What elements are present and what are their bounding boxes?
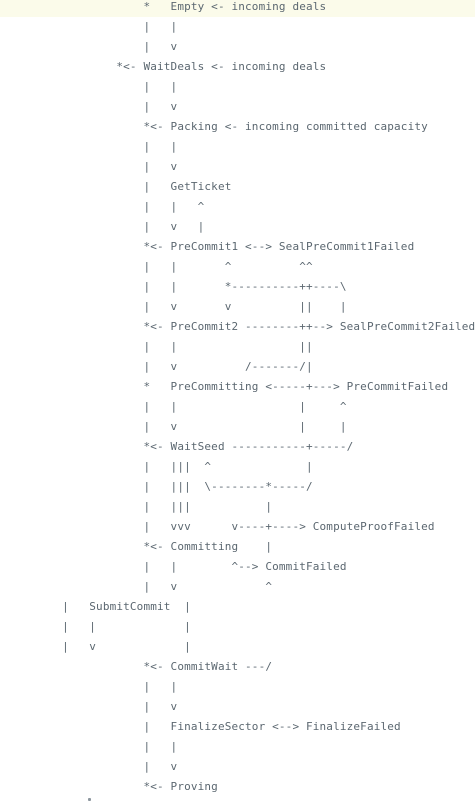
code-line: | v [8,760,178,773]
code-line: * PreCommitting <-----+---> PreCommitFai… [8,380,449,393]
code-line: | SubmitCommit | [8,600,191,613]
code-line: | v [8,100,178,113]
code-line: | | | ^ [8,400,347,413]
code-line: | v [8,160,178,173]
code-line: | | [8,20,178,33]
code-line: | FinalizeSector <--> FinalizeFailed [8,720,401,733]
code-line: | ||| \--------*-----/ [8,480,313,493]
code-line: | GetTicket [8,180,232,193]
code-line: | | *----------++----\ [8,280,347,293]
code-line: * Empty <- incoming deals [0,0,475,17]
code-line: | | || [8,340,313,353]
code-line: | v | [8,640,191,653]
code-line: | v | [8,220,205,233]
code-line: *<- Packing <- incoming committed capaci… [8,120,428,133]
code-line: *<- WaitSeed -----------+-----/ [8,440,354,453]
code-line: *<- WaitDeals <- incoming deals [8,60,327,73]
code-line: | | ^ ^^ [8,260,313,273]
code-line: | v [8,40,178,53]
code-line: | | [8,680,178,693]
code-line: | | ^ [8,200,205,213]
code-line: | v /-------/| [8,360,313,373]
code-line: | ||| | [8,500,273,513]
cut-off-glyph [88,798,91,801]
code-line: | | [8,140,178,153]
code-line: | | | [8,620,191,633]
code-line: | vvv v----+----> ComputeProofFailed [8,520,435,533]
code-line: | | [8,740,178,753]
code-line: | v [8,700,178,713]
code-line: | v | | [8,420,347,433]
code-line: | v ^ [8,580,273,593]
code-line: | | ^--> CommitFailed [8,560,347,573]
code-line: *<- CommitWait ---/ [8,660,273,673]
code-line: | ||| ^ | [8,460,313,473]
code-line: *<- PreCommit2 --------++--> SealPreComm… [8,320,475,333]
code-line: *<- PreCommit1 <--> SealPreCommit1Failed [8,240,415,253]
code-line: *<- Proving [8,780,218,793]
code-line: | v v || | [8,300,347,313]
code-line: | | [8,80,178,93]
code-line: *<- Committing | [8,540,273,553]
